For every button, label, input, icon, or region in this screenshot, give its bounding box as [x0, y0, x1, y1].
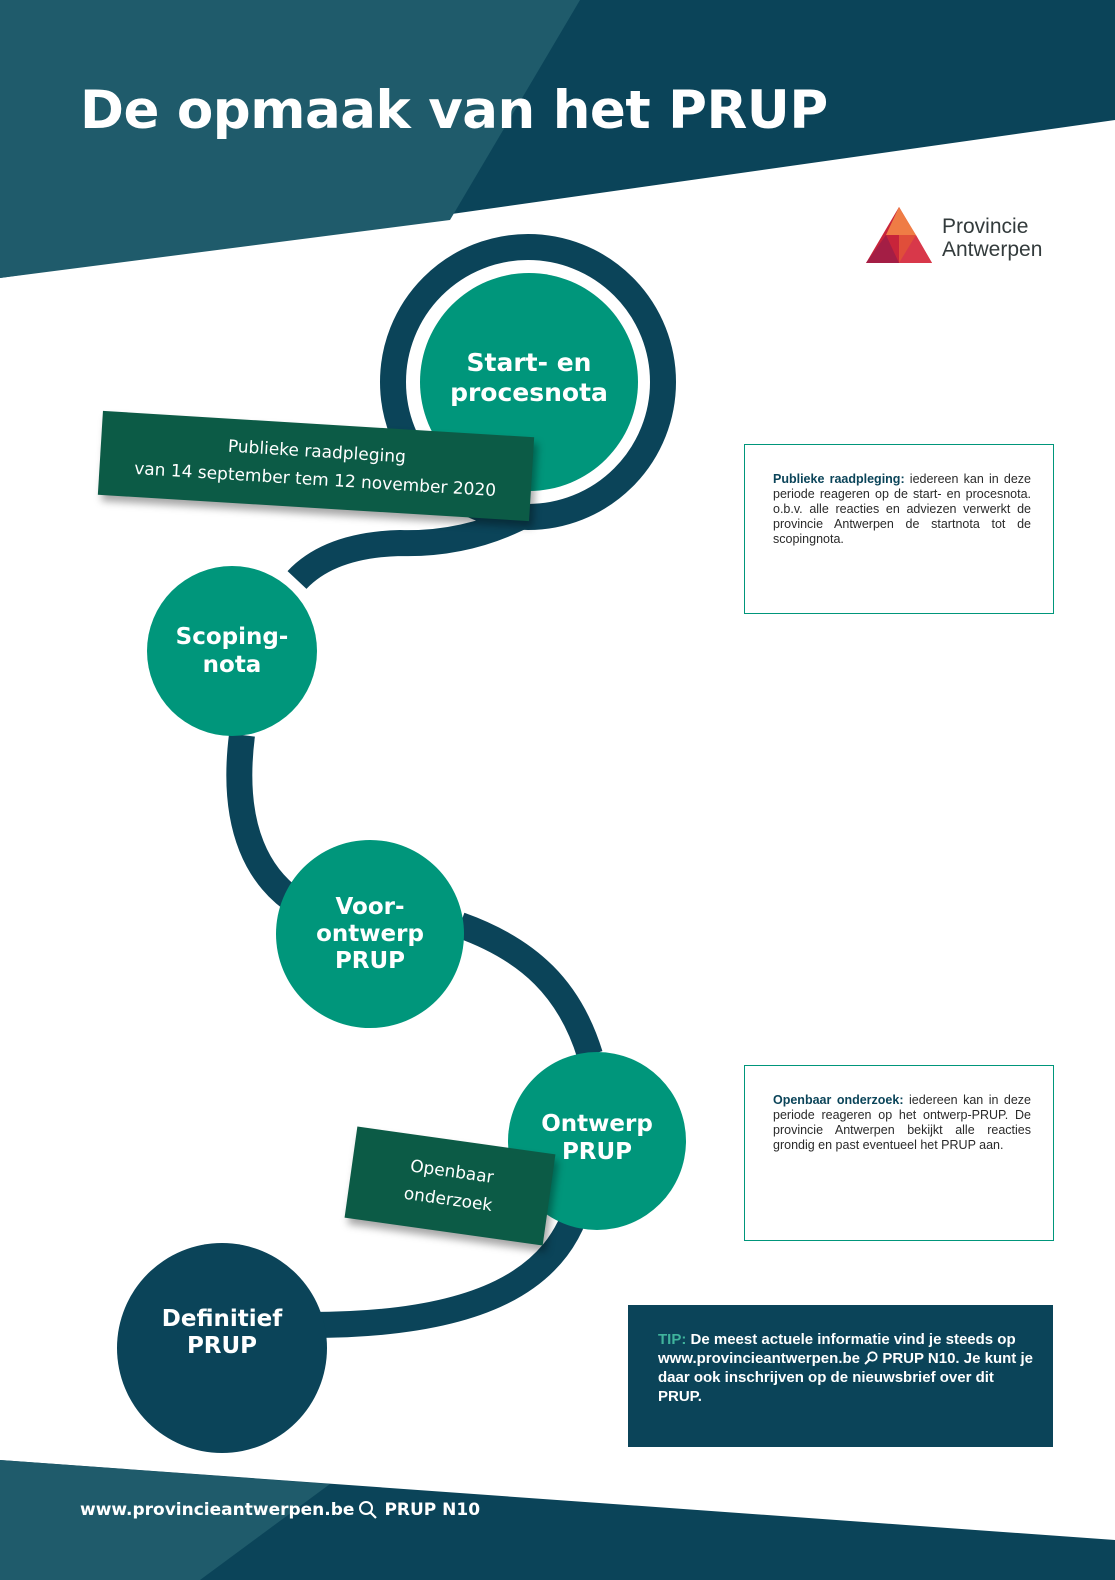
provincie-antwerpen-logo-icon: [866, 207, 932, 263]
info-heading: Publieke raadpleging:: [773, 472, 905, 486]
info-box-openbaar-onderzoek: Openbaar onderzoek: iedereen kan in deze…: [744, 1065, 1054, 1241]
step-definitief-prup: Definitief PRUP: [117, 1243, 327, 1453]
footer-url[interactable]: www.provincieantwerpen.be: [80, 1500, 355, 1520]
logo-line-1: Provincie: [942, 215, 1029, 238]
footer-band-light: [0, 1460, 330, 1580]
info-text: iedereen kan in deze periode reageren op…: [773, 472, 1031, 546]
step-voorontwerp-prup: Voor- ontwerp PRUP: [276, 840, 464, 1028]
header-band-light: [0, 0, 580, 278]
info-text: iedereen kan in deze periode reageren op…: [773, 1093, 1031, 1152]
search-icon: [358, 1500, 378, 1520]
step-label: Definitief PRUP: [161, 1306, 283, 1359]
logo-line-2: Antwerpen: [942, 238, 1043, 261]
step-scopingnota: Scoping- nota: [147, 566, 317, 736]
tip-text-2: PRUP N10. Je kunt je daar ook inschrijve…: [658, 1350, 1033, 1405]
step-label: Voor- ontwerp PRUP: [316, 893, 424, 974]
info-heading: Openbaar onderzoek:: [773, 1093, 904, 1107]
search-icon: [864, 1351, 878, 1365]
page-title: De opmaak van het PRUP: [80, 80, 828, 141]
step-label: Ontwerp PRUP: [541, 1111, 653, 1165]
footer: www.provincieantwerpen.be PRUP N10: [80, 1500, 480, 1520]
logo-name: Provincie Antwerpen: [942, 215, 1042, 261]
process-path: [226, 500, 603, 1338]
tip-box: TIP: De meest actuele informatie vind je…: [628, 1305, 1053, 1447]
tip-label: TIP:: [658, 1331, 687, 1348]
step-label: Scoping- nota: [175, 624, 289, 678]
footer-keyword: PRUP N10: [384, 1500, 481, 1520]
step-label: Start- en procesnota: [450, 348, 608, 407]
info-box-publieke-raadpleging: Publieke raadpleging: iedereen kan in de…: [744, 444, 1054, 614]
provincie-antwerpen-logo: Provincie Antwerpen: [866, 205, 1086, 275]
tip-text-1: De meest actuele informatie vind je stee…: [658, 1331, 1016, 1367]
